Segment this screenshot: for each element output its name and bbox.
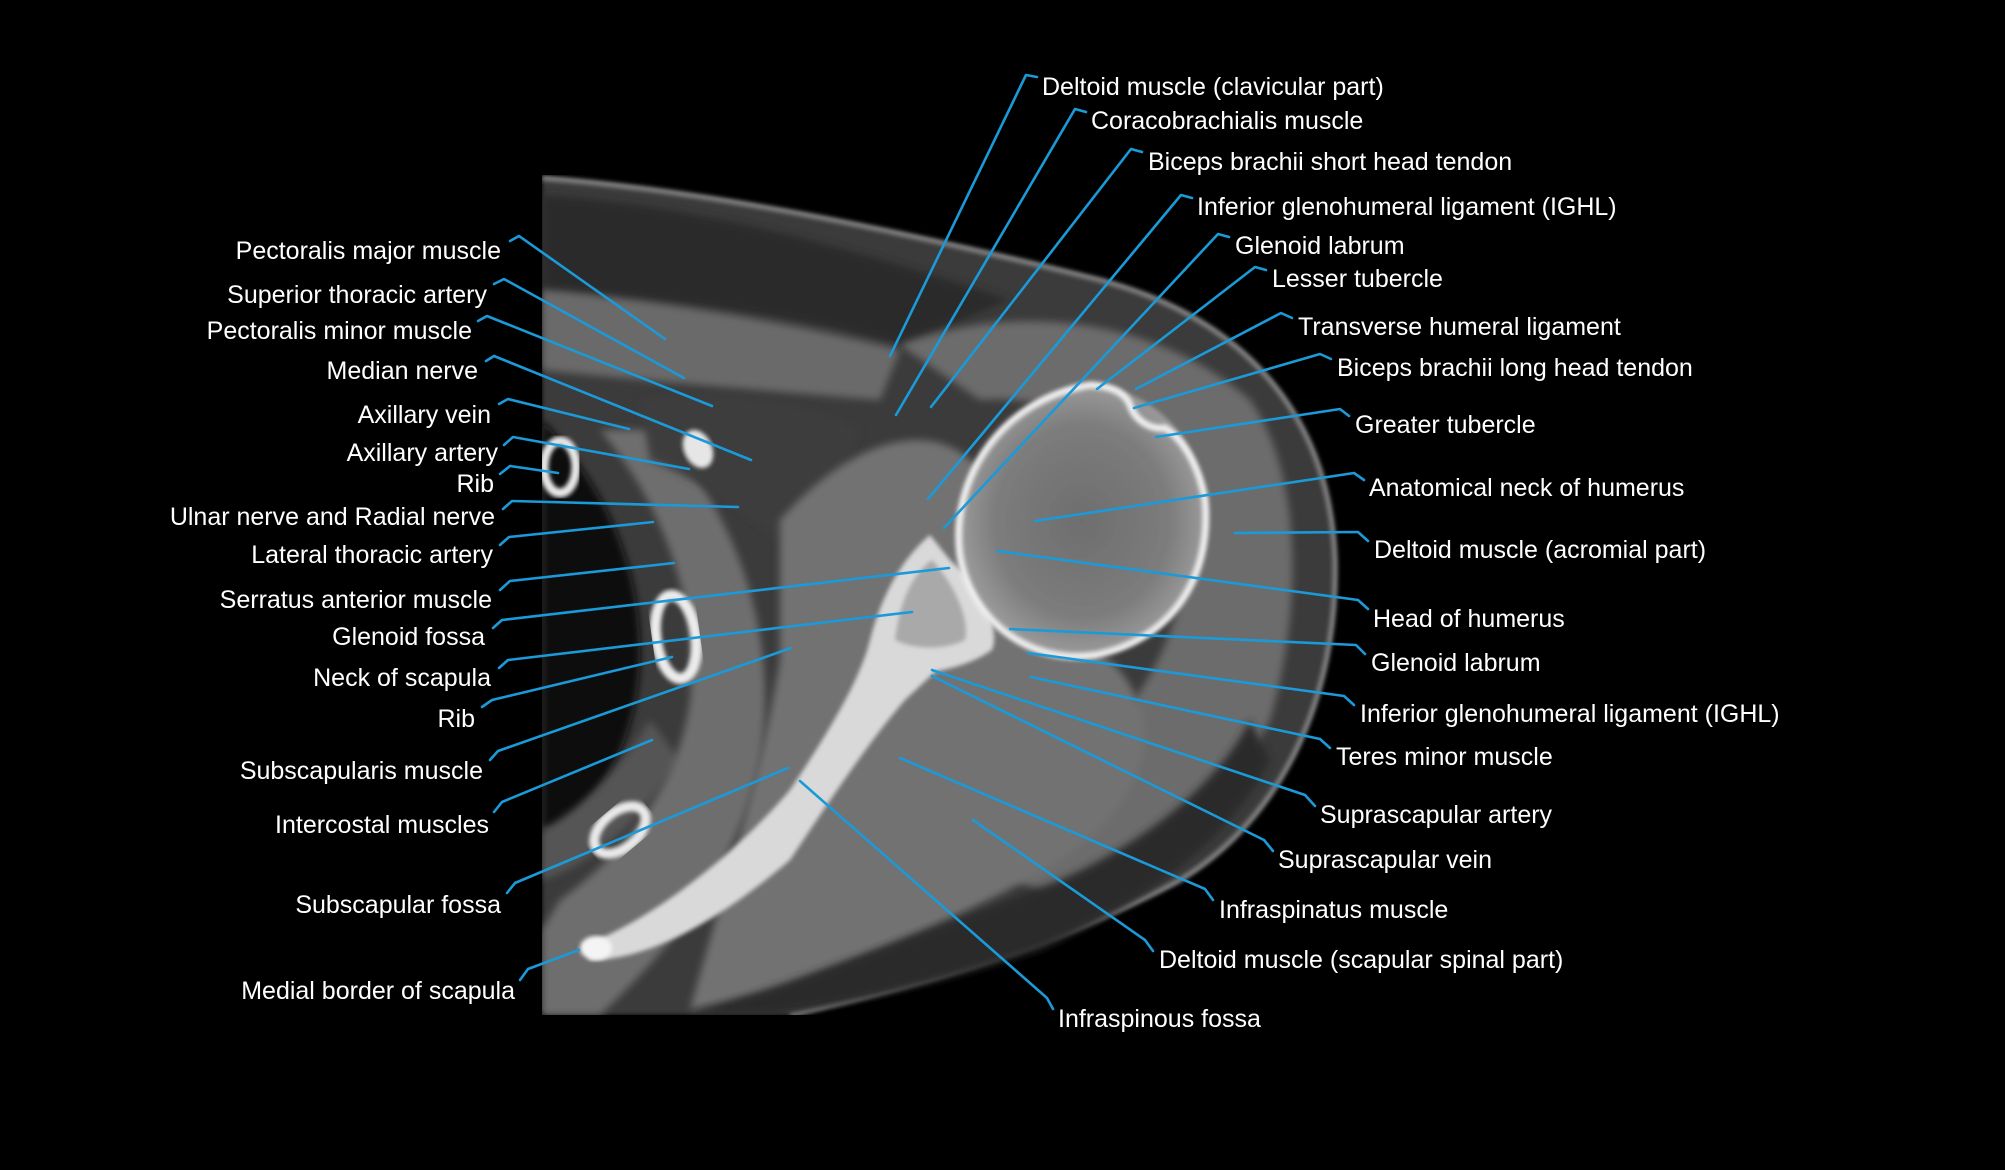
leader-line-subscapularis-muscle: [488, 646, 793, 762]
leader-line-coracobrachialis-muscle: [894, 107, 1088, 417]
label-lateral-thoracic-artery: Lateral thoracic artery: [251, 541, 493, 569]
label-neck-of-scapula: Neck of scapula: [313, 664, 491, 692]
leader-line-anatomical-neck-of-humerus: [1033, 471, 1366, 523]
leader-line-rib: [480, 655, 674, 709]
label-suprascapular-artery: Suprascapular artery: [1320, 801, 1553, 829]
label-medial-border-of-scapula: Medial border of scapula: [241, 977, 515, 1005]
label-transverse-humeral-ligament: Transverse humeral ligament: [1298, 313, 1621, 341]
leader-line-rib: [498, 464, 560, 476]
leader-line-deltoid-muscle-acromial-part: [1233, 530, 1370, 543]
leader-line-pectoralis-minor-muscle: [476, 314, 714, 408]
label-deltoid-muscle-clavicular-part: Deltoid muscle (clavicular part): [1042, 73, 1384, 101]
label-greater-tubercle: Greater tubercle: [1355, 411, 1536, 439]
label-biceps-brachii-short-head-tendon: Biceps brachii short head tendon: [1148, 148, 1512, 176]
leader-line-infraspinatus-muscle: [898, 756, 1215, 902]
label-lesser-tubercle: Lesser tubercle: [1272, 265, 1443, 293]
label-head-of-humerus: Head of humerus: [1373, 605, 1565, 633]
label-inferior-glenohumeral-ligament-ighl: Inferior glenohumeral ligament (IGHL): [1197, 193, 1617, 221]
leader-line-deltoid-muscle-clavicular-part: [888, 73, 1039, 358]
leader-line-teres-minor-muscle: [1029, 675, 1332, 750]
leader-line-infraspinous-fossa: [798, 779, 1055, 1011]
leader-line-median-nerve: [484, 354, 753, 462]
leader-line-biceps-brachii-long-head-tendon: [1132, 352, 1333, 410]
leader-line-lateral-thoracic-artery: [498, 520, 655, 547]
leader-line-axillary-artery: [502, 435, 691, 471]
leader-line-medial-border-of-scapula: [518, 948, 581, 982]
label-suprascapular-vein: Suprascapular vein: [1278, 846, 1492, 874]
label-glenoid-fossa: Glenoid fossa: [332, 623, 485, 651]
leader-line-subscapular-fossa: [505, 766, 790, 895]
label-deltoid-muscle-acromial-part: Deltoid muscle (acromial part): [1374, 536, 1706, 564]
leader-lines-right: [798, 73, 1370, 1011]
leader-line-superior-thoracic-artery: [492, 277, 686, 380]
leader-line-greater-tubercle: [1154, 407, 1351, 439]
leader-line-glenoid-labrum: [942, 232, 1231, 530]
leader-line-head-of-humerus: [995, 549, 1370, 611]
leader-line-transverse-humeral-ligament: [1134, 311, 1294, 391]
label-subscapularis-muscle: Subscapularis muscle: [240, 757, 483, 785]
leader-line-suprascapular-artery: [930, 668, 1317, 808]
leader-line-axillary-vein: [497, 397, 631, 431]
label-axillary-artery: Axillary artery: [347, 439, 499, 467]
leader-line-suprascapular-vein: [930, 674, 1275, 853]
leader-line-lesser-tubercle: [1095, 265, 1268, 391]
leader-line-inferior-glenohumeral-ligament-ighl: [1026, 651, 1356, 707]
leader-line-glenoid-fossa: [491, 566, 951, 630]
label-rib: Rib: [456, 470, 494, 498]
label-pectoralis-minor-muscle: Pectoralis minor muscle: [207, 317, 472, 345]
leader-line-inferior-glenohumeral-ligament-ighl: [926, 193, 1194, 501]
leader-lines-left: [476, 234, 951, 982]
leader-line-ulnar-nerve-and-radial-nerve: [501, 499, 740, 511]
leader-line-deltoid-muscle-scapular-spinal-part: [971, 818, 1155, 953]
label-axillary-vein: Axillary vein: [358, 401, 491, 429]
labels-right-group: Deltoid muscle (clavicular part) Coracobr…: [1042, 73, 1780, 1033]
label-superior-thoracic-artery: Superior thoracic artery: [227, 281, 487, 309]
label-infraspinatus-muscle: Infraspinatus muscle: [1219, 896, 1448, 924]
label-coracobrachialis-muscle: Coracobrachialis muscle: [1091, 107, 1363, 135]
label-biceps-brachii-long-head-tendon: Biceps brachii long head tendon: [1337, 354, 1693, 382]
label-inferior-glenohumeral-ligament-ighl: Inferior glenohumeral ligament (IGHL): [1360, 700, 1780, 728]
label-infraspinous-fossa: Infraspinous fossa: [1058, 1005, 1261, 1033]
label-pectoralis-major-muscle: Pectoralis major muscle: [236, 237, 501, 265]
label-median-nerve: Median nerve: [327, 357, 478, 385]
leader-line-intercostal-muscles: [492, 738, 654, 814]
label-subscapular-fossa: Subscapular fossa: [295, 891, 501, 919]
label-intercostal-muscles: Intercostal muscles: [275, 811, 489, 839]
label-teres-minor-muscle: Teres minor muscle: [1336, 743, 1553, 771]
leader-line-pectoralis-major-muscle: [508, 234, 667, 341]
leader-line-neck-of-scapula: [497, 610, 914, 670]
label-glenoid-labrum: Glenoid labrum: [1371, 649, 1541, 677]
label-rib: Rib: [437, 705, 475, 733]
label-deltoid-muscle-scapular-spinal-part: Deltoid muscle (scapular spinal part): [1159, 946, 1563, 974]
label-glenoid-labrum: Glenoid labrum: [1235, 232, 1405, 260]
leader-line-biceps-brachii-short-head-tendon: [929, 147, 1144, 409]
label-serratus-anterior-muscle: Serratus anterior muscle: [220, 586, 492, 614]
label-anatomical-neck-of-humerus: Anatomical neck of humerus: [1369, 474, 1684, 502]
leader-line-glenoid-labrum: [1008, 627, 1367, 656]
label-ulnar-nerve-and-radial-nerve: Ulnar nerve and Radial nerve: [170, 503, 495, 531]
leader-line-serratus-anterior-muscle: [498, 561, 676, 592]
